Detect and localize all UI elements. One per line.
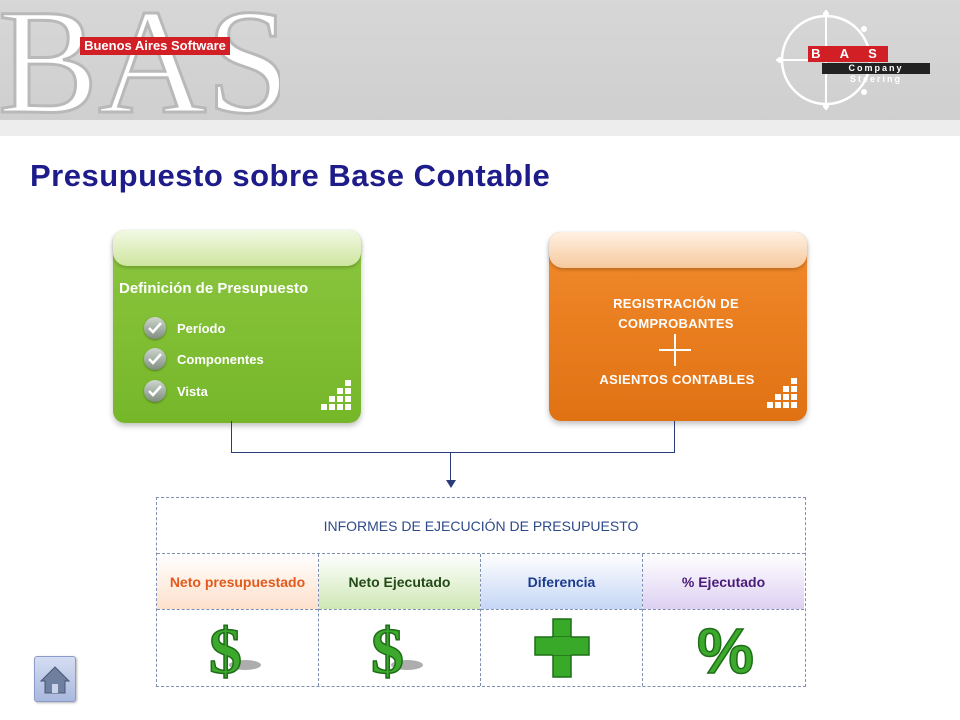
page-title: Presupuesto sobre Base Contable	[30, 158, 551, 193]
arrow-down-icon	[446, 480, 456, 488]
column-divider	[480, 554, 481, 686]
table-cell: %	[643, 610, 804, 686]
column-header-diferencia: Diferencia	[481, 554, 642, 610]
header-strip	[0, 120, 960, 136]
logo-letters: B A S	[808, 46, 888, 62]
item-label: Componentes	[177, 351, 264, 367]
logo-tagline: Company Steering	[822, 63, 930, 84]
connector-line	[450, 452, 451, 482]
home-icon	[39, 666, 71, 694]
records-text-top: REGISTRACIÓN DE COMPROBANTES	[613, 296, 739, 331]
budget-card-title: Definición de Presupuesto	[119, 280, 309, 297]
card-tab	[113, 230, 361, 266]
table-cell: $	[319, 610, 480, 686]
records-text-bottom: ASIENTOS CONTABLES	[599, 372, 755, 387]
plus-icon	[659, 334, 691, 366]
svg-text:$: $	[371, 615, 404, 683]
svg-text:%: %	[697, 615, 754, 683]
execution-report-table: INFORMES DE EJECUCIÓN DE PRESUPUESTO Net…	[156, 497, 806, 687]
item-label: Período	[177, 320, 226, 336]
checkmark-icon	[144, 348, 166, 370]
list-item: Período	[144, 316, 225, 340]
brand-badge: Buenos Aires Software	[80, 37, 230, 55]
checkmark-icon	[144, 380, 166, 402]
dollar-icon: $	[370, 614, 423, 683]
column-header-neto-presupuestado: Neto presupuestado	[157, 554, 318, 610]
accounting-records-card: REGISTRACIÓN DE COMPROBANTES ASIENTOS CO…	[549, 232, 807, 421]
home-button[interactable]	[34, 656, 76, 702]
header-banner: BAS Buenos Aires Software B A S Company …	[0, 0, 960, 120]
column-divider	[642, 554, 643, 686]
checkmark-icon	[144, 317, 166, 339]
percent-icon: %	[696, 614, 754, 683]
steps-icon	[767, 378, 797, 410]
list-item: Componentes	[144, 347, 264, 371]
budget-definition-card: Definición de Presupuesto Período Compon…	[113, 230, 361, 423]
dollar-icon: $	[208, 614, 261, 683]
card-tab	[549, 232, 807, 268]
column-header-neto-ejecutado: Neto Ejecutado	[319, 554, 480, 610]
svg-text:BAS: BAS	[0, 0, 280, 120]
bas-watermark-logo: BAS	[0, 0, 280, 120]
column-divider	[318, 554, 319, 686]
connector-line	[231, 421, 232, 453]
steps-icon	[321, 380, 351, 412]
connector-line	[674, 421, 675, 453]
table-cell: $	[157, 610, 318, 686]
table-title: INFORMES DE EJECUCIÓN DE PRESUPUESTO	[157, 498, 805, 554]
svg-text:$: $	[209, 615, 242, 683]
connector-line	[231, 452, 675, 453]
list-item: Vista	[144, 379, 208, 403]
plus-cross-icon	[533, 618, 590, 678]
table-cell	[481, 610, 642, 686]
item-label: Vista	[177, 383, 208, 399]
column-header-ejecutado: % Ejecutado	[643, 554, 804, 610]
